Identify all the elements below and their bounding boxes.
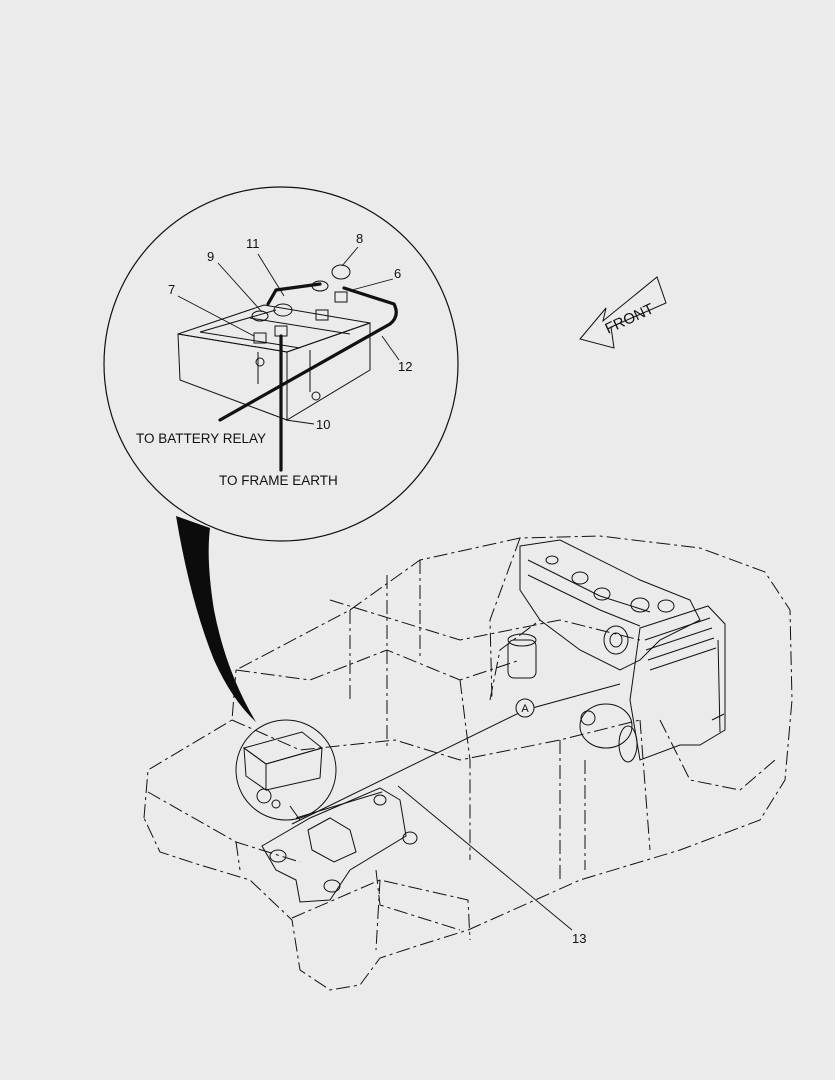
callout-9: 9	[207, 249, 214, 264]
front-arrow-label: FRONT	[603, 300, 657, 337]
callout-8: 8	[356, 231, 363, 246]
callout-13: 13	[572, 931, 586, 946]
cable-13-route: 13	[291, 683, 621, 946]
battery-detail-view: 8 11 9 6 7 12 10 TO BATTERY RELAY TO FRA…	[103, 186, 459, 542]
callout-10: 10	[316, 417, 330, 432]
callout-6: 6	[394, 266, 401, 281]
cable-11	[266, 282, 322, 306]
section-marker-label: A	[521, 703, 529, 715]
detail-leader-wedge	[176, 516, 256, 722]
callout-11: 11	[246, 236, 260, 251]
callout-leaders	[177, 246, 400, 425]
section-marker-a: A	[515, 698, 535, 718]
callout-7: 7	[168, 282, 175, 297]
battery-location-circle	[235, 719, 337, 821]
callout-12: 12	[398, 359, 412, 374]
boom-bracket	[261, 787, 418, 903]
detail-circle	[103, 186, 459, 542]
machine-chassis	[143, 535, 793, 991]
caption-to-battery-relay: TO BATTERY RELAY	[136, 431, 266, 446]
cable-12	[218, 286, 398, 422]
engine-assembly	[507, 539, 726, 763]
battery-box	[177, 304, 371, 421]
caption-to-frame-earth: TO FRAME EARTH	[219, 473, 338, 488]
battery-location	[235, 719, 337, 821]
front-arrow: FRONT	[579, 276, 667, 349]
battery-cables	[218, 282, 398, 472]
